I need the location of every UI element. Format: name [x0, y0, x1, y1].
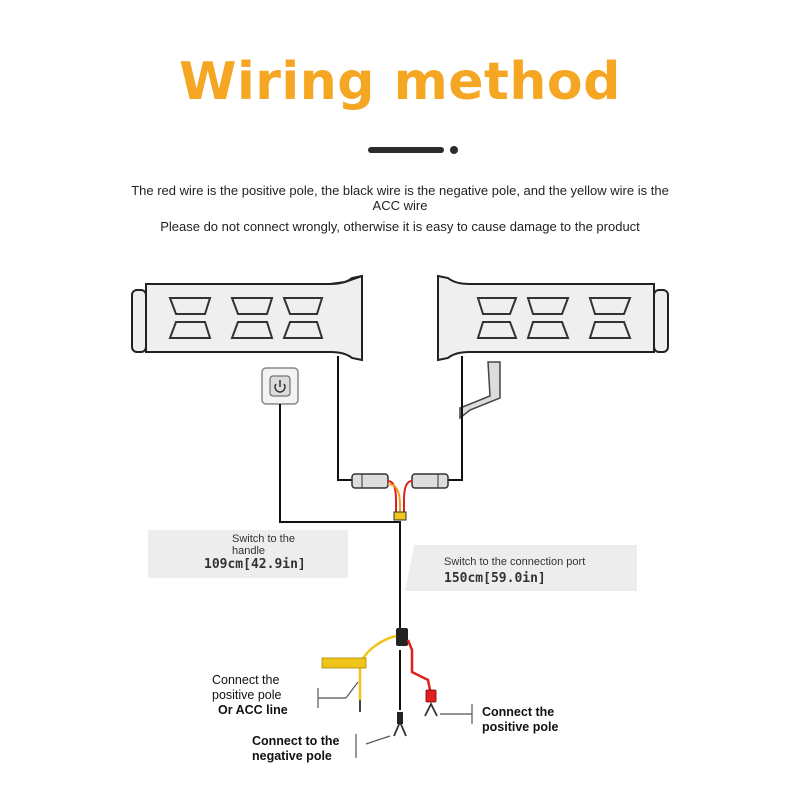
warning-note: Please do not connect wrongly, otherwise… — [160, 219, 640, 234]
page-title: Wiring method — [179, 52, 621, 112]
positive-wire — [406, 639, 434, 701]
negative-pole-label: Connect to the negative pole — [252, 734, 340, 763]
positive-acc-label: Connect the positive pole — [212, 673, 282, 702]
switch-to-handle-label: Switch to the handle — [232, 533, 295, 557]
left-grip-icon — [131, 274, 363, 362]
handle-length-panel — [148, 530, 348, 578]
wire-color-note: The red wire is the positive pole, the b… — [131, 183, 669, 213]
title-divider-dot — [450, 146, 458, 154]
connector-plugs — [351, 473, 449, 489]
black-wires — [279, 356, 463, 710]
port-length-panel — [405, 545, 637, 591]
fuse-holder-icon — [396, 628, 408, 646]
switch-to-port-label: Switch to the connection port — [444, 556, 586, 568]
acc-wire — [358, 634, 397, 700]
acc-line-label: Or ACC line — [218, 703, 288, 717]
bracket-icon — [459, 361, 501, 420]
right-grip-icon — [437, 274, 669, 362]
pointer-lines — [317, 681, 473, 758]
fork-terminals — [393, 701, 438, 737]
switch-to-port-length: 150cm[59.0in] — [444, 571, 546, 586]
power-switch-icon — [261, 367, 299, 405]
switch-to-handle-length: 109cm[42.9in] — [204, 557, 306, 572]
acc-tag — [321, 657, 367, 669]
title-divider — [368, 147, 444, 153]
positive-pole-label: Connect the positive pole — [482, 705, 559, 734]
